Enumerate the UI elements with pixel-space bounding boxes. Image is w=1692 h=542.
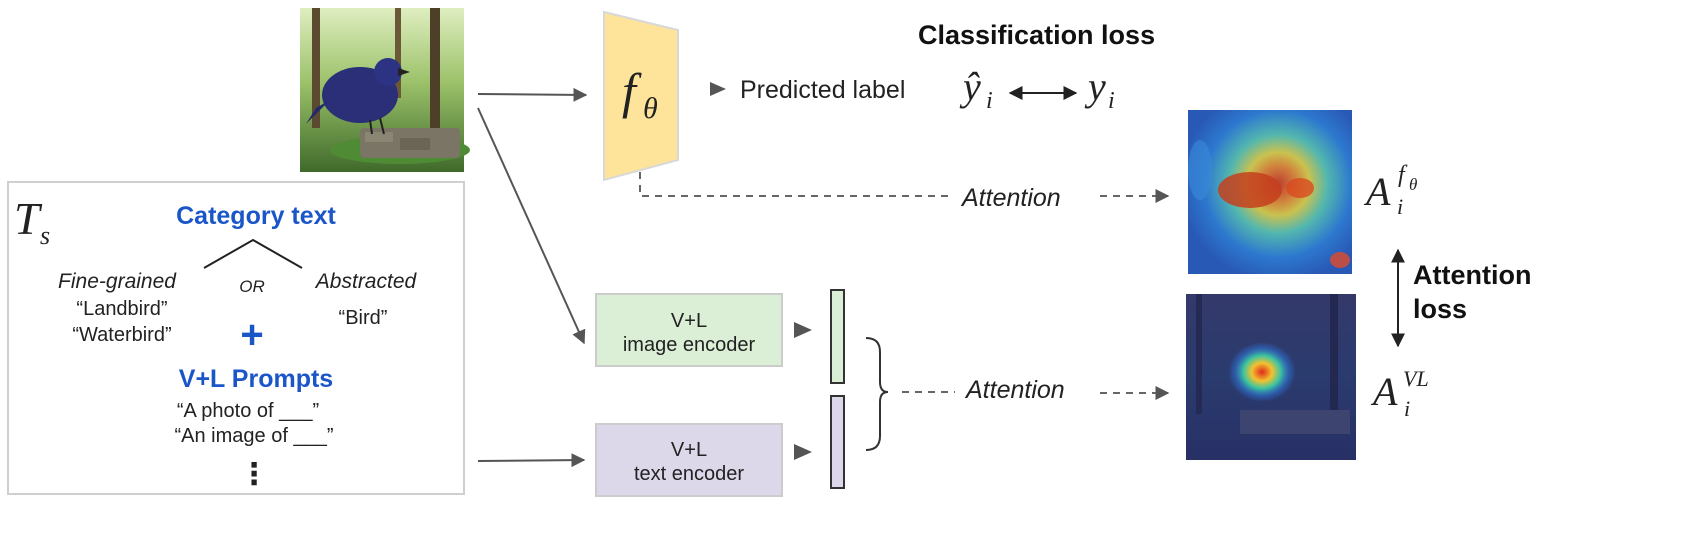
image-encoder-line1: V+L xyxy=(671,310,707,332)
prompt-2: “An image of ___” xyxy=(175,425,334,447)
a-sup-f: f xyxy=(1398,162,1408,188)
fine-grained-label: Fine-grained xyxy=(58,270,177,293)
model-attention-heatmap xyxy=(1188,110,1352,274)
brace-icon xyxy=(865,337,889,451)
model-f-theta: f θ xyxy=(603,10,679,182)
vl-attention-heatmap xyxy=(1186,294,1356,460)
a-sup-theta: θ xyxy=(1409,175,1417,194)
image-encoder-line2: image encoder xyxy=(623,334,756,356)
a-symbol-bottom: A xyxy=(1370,369,1398,414)
attention-loss-line2: loss xyxy=(1413,294,1467,324)
image-embedding-arrow xyxy=(794,322,812,338)
text-encoder-line1: V+L xyxy=(671,439,707,461)
ellipsis-icon: ⋮ xyxy=(239,458,269,491)
y-hat-symbol: ŷ xyxy=(959,64,981,109)
t-subscript: s xyxy=(40,221,50,250)
text-set-box: T s Category text Fine-grained OR Abstra… xyxy=(7,181,465,495)
vl-attention-symbol: A VL i xyxy=(1370,366,1429,421)
predicted-label-text: Predicted label xyxy=(740,76,905,104)
a-sub-bottom: i xyxy=(1404,396,1410,421)
attention-loss-line1: Attention xyxy=(1413,260,1531,290)
a-symbol-top: A xyxy=(1363,169,1391,214)
image-embedding-vector xyxy=(830,289,845,384)
plus-icon: + xyxy=(240,313,263,357)
prompt-1: “A photo of ___” xyxy=(177,400,319,422)
y-hat-subscript: i xyxy=(986,88,993,114)
prediction-equation: ŷ i y i xyxy=(959,64,1115,114)
attention-label-top: Attention xyxy=(960,184,1061,212)
abstract-example: “Bird” xyxy=(339,307,388,329)
attention-label-bottom: Attention xyxy=(964,376,1065,404)
arrow-textset-to-text-encoder xyxy=(477,453,586,468)
model-attention-symbol: A f θ i xyxy=(1363,162,1417,219)
text-embedding-vector xyxy=(830,395,845,489)
y-subscript: i xyxy=(1108,88,1115,114)
category-text-title: Category text xyxy=(176,202,336,230)
classification-loss-title: Classification loss xyxy=(918,20,1155,50)
text-embedding-arrow xyxy=(794,444,812,460)
abstracted-label: Abstracted xyxy=(314,270,418,293)
predicted-arrow-marker xyxy=(710,82,726,96)
input-bird-image xyxy=(300,8,470,172)
a-sub-top: i xyxy=(1397,194,1403,219)
t-symbol: T xyxy=(14,193,43,244)
or-label: OR xyxy=(239,277,265,296)
a-sup-vl: VL xyxy=(1403,366,1429,391)
branch-lines xyxy=(203,238,303,269)
arrow-image-to-image-encoder xyxy=(477,107,586,345)
prompts-title: V+L Prompts xyxy=(179,365,333,393)
y-symbol: y xyxy=(1084,64,1106,109)
fine-example-2: “Waterbird” xyxy=(72,324,171,346)
image-encoder-box: V+L image encoder xyxy=(595,293,783,367)
arrow-image-to-model xyxy=(477,87,588,102)
fine-example-1: “Landbird” xyxy=(76,298,167,320)
model-theta-subscript: θ xyxy=(643,92,658,125)
text-encoder-line2: text encoder xyxy=(634,463,744,485)
dashed-path-model-attention xyxy=(639,172,948,197)
text-encoder-box: V+L text encoder xyxy=(595,423,783,497)
